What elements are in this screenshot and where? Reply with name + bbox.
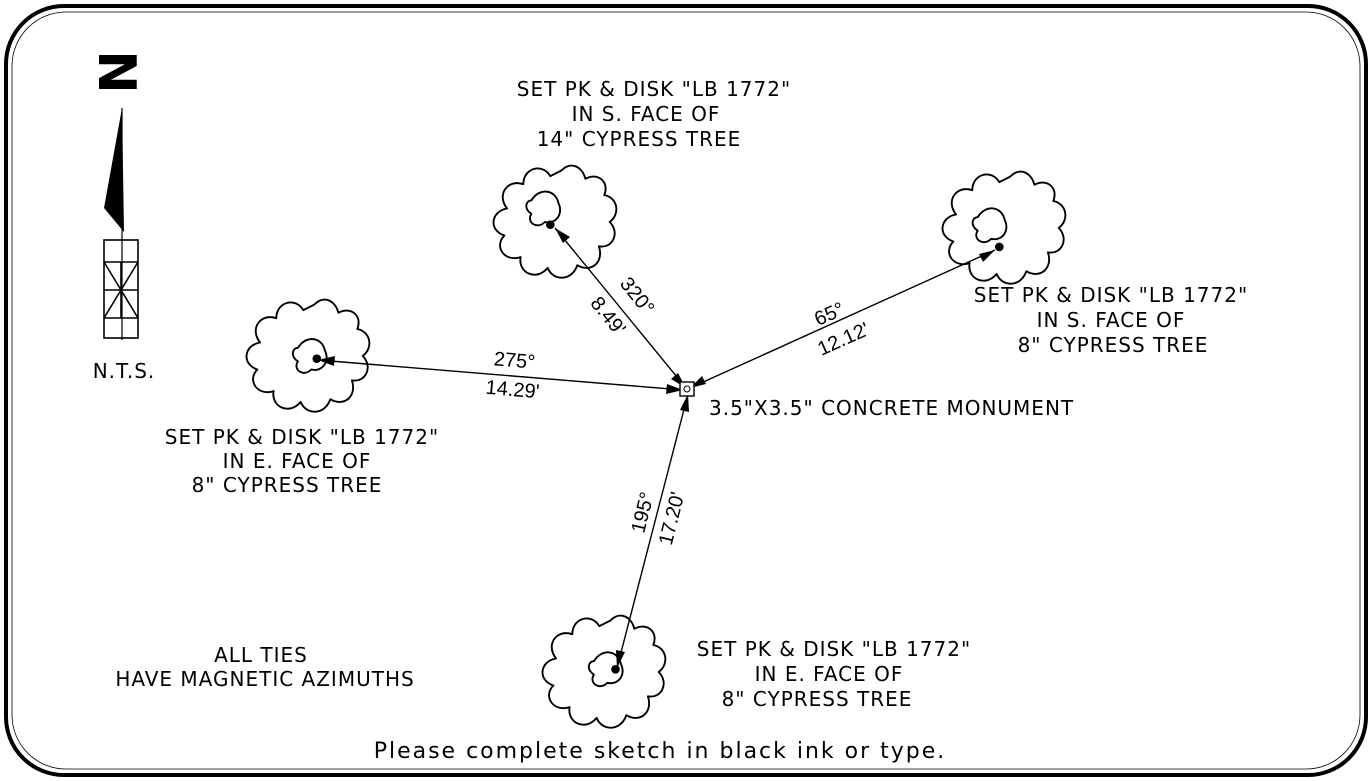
concrete-monument: 3.5"X3.5" CONCRETE MONUMENT xyxy=(679,381,1074,420)
azimuth-south: 195° xyxy=(628,490,659,535)
cypress-tree-icon xyxy=(541,614,667,729)
tie-line-south xyxy=(616,393,689,669)
tie-lines xyxy=(317,227,996,669)
note-line-2: HAVE MAGNETIC AZIMUTHS xyxy=(115,667,414,691)
label-north-line-3: 14" CYPRESS TREE xyxy=(537,127,742,151)
sheet-border-inner xyxy=(11,11,1361,770)
distance-south: 17.20' xyxy=(655,490,689,548)
arrowhead-east xyxy=(979,250,995,262)
tree-south xyxy=(541,614,667,729)
tie-line-west xyxy=(317,359,684,391)
monument-center-icon xyxy=(683,385,691,393)
monument-label: 3.5"X3.5" CONCRETE MONUMENT xyxy=(709,396,1074,420)
label-south-line-1: SET PK & DISK "LB 1772" xyxy=(697,637,971,661)
tree-east xyxy=(941,170,1067,285)
label-east: SET PK & DISK "LB 1772" IN S. FACE OF 8"… xyxy=(974,283,1248,357)
label-north-line-2: IN S. FACE OF xyxy=(572,102,721,126)
arrowhead-south xyxy=(616,650,625,668)
distance-north: 8.49' xyxy=(586,293,630,340)
label-south: SET PK & DISK "LB 1772" IN E. FACE OF 8"… xyxy=(697,637,971,711)
tie-line-north xyxy=(554,227,687,389)
cypress-tree-icon xyxy=(941,170,1067,285)
label-east-line-2: IN S. FACE OF xyxy=(1037,308,1186,332)
label-west-line-3: 8" CYPRESS TREE xyxy=(192,473,383,497)
arrowhead-west-mon xyxy=(666,384,683,394)
azimuth-north: 320° xyxy=(615,273,658,319)
label-west-line-2: IN E. FACE OF xyxy=(223,449,372,473)
azimuth-note: ALL TIES HAVE MAGNETIC AZIMUTHS xyxy=(115,643,414,691)
tree-west xyxy=(245,298,371,413)
north-letter: N xyxy=(86,50,146,94)
scale-note: N.T.S. xyxy=(93,359,156,383)
label-north: SET PK & DISK "LB 1772" IN S. FACE OF 14… xyxy=(517,77,791,151)
azimuth-west: 275° xyxy=(493,348,536,374)
footer-instruction: Please complete sketch in black ink or t… xyxy=(374,739,947,764)
label-east-line-1: SET PK & DISK "LB 1772" xyxy=(974,283,1248,307)
label-west-line-1: SET PK & DISK "LB 1772" xyxy=(165,425,439,449)
label-south-line-2: IN E. FACE OF xyxy=(755,662,904,686)
distance-west: 14.29' xyxy=(485,377,541,404)
arrowhead-south-mon xyxy=(680,394,689,412)
label-north-line-1: SET PK & DISK "LB 1772" xyxy=(517,77,791,101)
hm-monogram-icon xyxy=(103,239,139,339)
sheet-border xyxy=(4,4,1368,777)
cypress-tree-icon xyxy=(492,164,618,279)
azimuth-east: 65° xyxy=(811,298,848,330)
monument-square-icon xyxy=(679,381,695,397)
label-west: SET PK & DISK "LB 1772" IN E. FACE OF 8"… xyxy=(165,425,439,497)
tree-north xyxy=(492,164,618,279)
tie-line-east xyxy=(689,249,996,389)
north-arrow: N N.T.S. xyxy=(86,50,156,383)
arrowhead-north xyxy=(555,228,570,243)
note-line-1: ALL TIES xyxy=(214,643,308,667)
label-south-line-3: 8" CYPRESS TREE xyxy=(722,687,913,711)
cypress-tree-icon xyxy=(245,298,371,413)
north-arrow-needle xyxy=(104,108,124,232)
label-east-line-3: 8" CYPRESS TREE xyxy=(1018,333,1209,357)
